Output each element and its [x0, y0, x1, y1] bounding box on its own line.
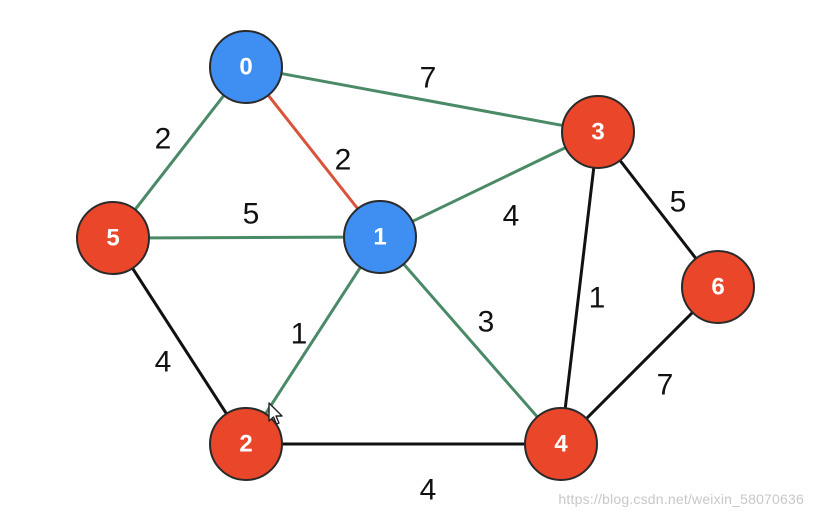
node-1: 1	[343, 200, 417, 274]
edge-0-3	[244, 65, 600, 134]
edge-4-6	[559, 285, 720, 446]
mouse-cursor-icon	[268, 402, 283, 425]
edge-3-4	[559, 130, 600, 446]
edge-weight-2-4: 4	[420, 474, 437, 507]
node-circle-6	[681, 250, 755, 324]
node-4: 4	[524, 407, 598, 481]
edge-weight-0-1: 2	[335, 144, 352, 177]
edge-weight-5-2: 4	[155, 346, 172, 379]
node-2: 2	[209, 407, 283, 481]
edge-5-1	[111, 235, 382, 240]
edge-weight-1-3: 4	[503, 200, 520, 233]
node-6: 6	[681, 250, 755, 324]
edge-weight-0-5: 2	[155, 123, 172, 156]
edge-1-4	[378, 235, 563, 446]
node-circle-1	[343, 200, 417, 274]
edge-weight-1-4: 3	[478, 306, 495, 339]
node-circle-0	[209, 30, 283, 104]
node-circle-5	[76, 201, 150, 275]
node-label-1: 1	[373, 224, 386, 251]
edge-weights-layer: 7 2 2 5 4 1 3 4 4 1 5 7	[155, 62, 687, 507]
edge-1-3	[378, 130, 600, 239]
node-circle-4	[524, 407, 598, 481]
node-0: 0	[209, 30, 283, 104]
edge-5-2	[111, 236, 248, 446]
node-label-3: 3	[591, 119, 604, 146]
node-label-5: 5	[106, 225, 119, 252]
edge-weight-4-6: 7	[657, 369, 674, 402]
node-label-4: 4	[554, 431, 568, 458]
edge-weight-3-4: 1	[589, 282, 606, 315]
node-label-2: 2	[239, 431, 252, 458]
edge-weight-5-1: 5	[243, 198, 260, 231]
nodes-layer: 0 1 2 3 4 5 6	[76, 30, 755, 481]
edge-weight-3-6: 5	[670, 186, 687, 219]
edge-weight-1-2: 1	[291, 318, 308, 351]
node-circle-2	[209, 407, 283, 481]
edge-weight-0-3: 7	[420, 62, 437, 95]
node-5: 5	[76, 201, 150, 275]
node-3: 3	[561, 95, 635, 169]
node-label-0: 0	[239, 54, 252, 81]
node-circle-3	[561, 95, 635, 169]
node-label-6: 6	[711, 274, 724, 301]
watermark-text: https://blog.csdn.net/weixin_58070636	[558, 491, 804, 507]
